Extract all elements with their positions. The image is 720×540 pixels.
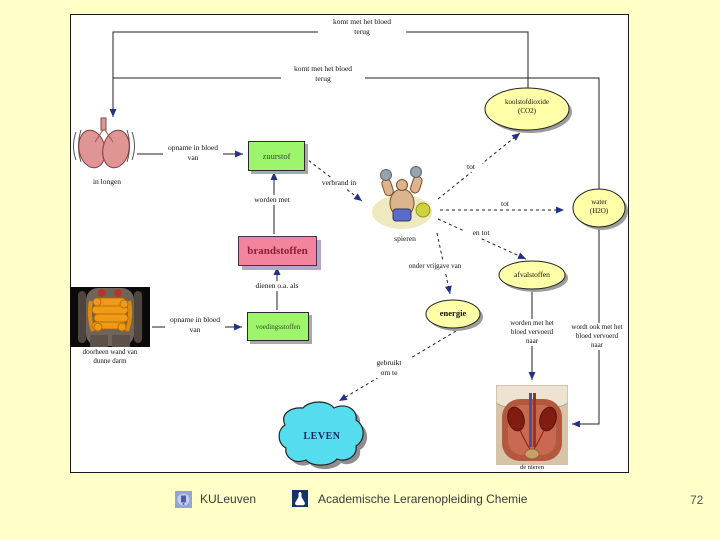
node-water-label: water (H2O) bbox=[589, 198, 609, 216]
kidneys-image bbox=[496, 385, 568, 465]
connector-water-to-longen bbox=[113, 77, 600, 190]
lungs-image bbox=[73, 117, 135, 169]
edge-label-return-co2: komt met het bloed terug bbox=[318, 17, 406, 37]
caption-darm: doorheen wand van dunne darm bbox=[82, 348, 138, 365]
edge-label-dienen: dienen o.a. als bbox=[249, 281, 305, 291]
node-koolstofdioxide-label: koolstofdioxide (CO2) bbox=[505, 98, 549, 116]
intestines-image bbox=[70, 287, 150, 347]
node-koolstofdioxide bbox=[484, 87, 572, 133]
node-water bbox=[572, 188, 628, 230]
node-zuurstof-label: zuurstof bbox=[262, 151, 291, 161]
node-brandstoffen: brandstoffen bbox=[238, 236, 317, 266]
node-zuurstof: zuurstof bbox=[248, 141, 305, 171]
edge-label-tot-water: tot bbox=[494, 199, 516, 209]
edge-label-return-water: komt met het bloed terug bbox=[281, 64, 365, 84]
edge-label-worden-met: worden met bbox=[246, 195, 298, 205]
caption-spieren: spieren bbox=[394, 234, 416, 243]
caption-longen: in longen bbox=[92, 177, 122, 186]
edge-label-verbrand-in: verbrand in bbox=[315, 178, 363, 188]
muscles-image bbox=[372, 166, 432, 229]
node-afvalstoffen-label: afvalstoffen bbox=[514, 270, 550, 279]
page-number: 72 bbox=[690, 493, 704, 507]
edge-label-onder-vrijgave: onder vrijgave van bbox=[402, 262, 468, 272]
program-label: Academische Lerarenopleiding Chemie bbox=[318, 492, 528, 506]
node-leven-label: LEVEN bbox=[303, 431, 341, 442]
kuleuven-label: KULeuven bbox=[200, 492, 257, 506]
node-afvalstoffen bbox=[498, 260, 568, 292]
edge-label-vervoerd-afval: worden met het bloed vervoerd naar bbox=[498, 319, 566, 347]
node-energie bbox=[425, 299, 483, 331]
node-voedingsstoffen-label: voedingsstoffen bbox=[255, 322, 301, 331]
edge-label-opname-longen: opname in bloed van bbox=[163, 143, 223, 163]
edge-label-opname-darm: opname in bloed van bbox=[165, 315, 225, 335]
connector-water-to-nieren bbox=[572, 227, 600, 428]
chemistry-program-logo-icon bbox=[292, 490, 308, 507]
connector-spieren-to-afvalstoffen bbox=[437, 218, 527, 260]
edge-label-tot-co2: tot bbox=[460, 162, 482, 172]
edge-label-vervoerd-water: wordt ook met het bloed vervoerd naar bbox=[566, 323, 628, 351]
edge-label-en-tot: en tot bbox=[464, 228, 498, 238]
node-brandstoffen-label: brandstoffen bbox=[247, 245, 308, 257]
node-energie-label: energie bbox=[439, 308, 467, 318]
node-leven-cloud bbox=[278, 401, 368, 470]
node-voedingsstoffen: voedingsstoffen bbox=[247, 312, 309, 341]
edge-label-gebruikt: gebruikt om te bbox=[366, 358, 412, 378]
kuleuven-logo-icon bbox=[175, 491, 192, 508]
caption-nieren: de nieren bbox=[519, 464, 544, 471]
